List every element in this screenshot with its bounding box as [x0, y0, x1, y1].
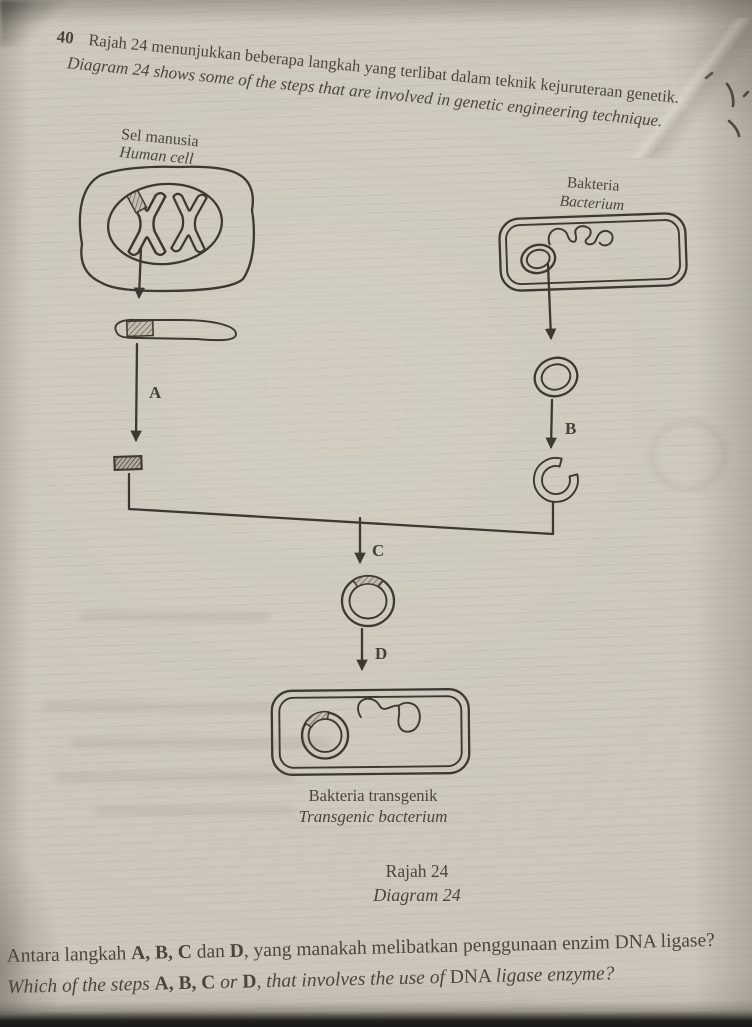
photo-bottom-edge — [0, 1001, 752, 1027]
transgenic-inserted-gene-arc — [303, 710, 330, 729]
cell-membrane — [78, 165, 256, 293]
ghost-showthrough-line — [42, 702, 272, 712]
transgenic-chromosome-blob — [397, 701, 421, 733]
target-gene-patch — [125, 189, 148, 214]
bacterium-outer-wall — [498, 212, 688, 292]
caption-ms: Rajah 24 — [385, 861, 449, 881]
ghost-showthrough-line — [95, 806, 295, 815]
transgenic-label-en: Transgenic bacterium — [298, 807, 448, 826]
bacterium-label: Bakteria Bacterium — [549, 172, 635, 216]
ghost-showthrough-line — [70, 738, 330, 748]
transgenic-inner-wall — [278, 695, 463, 769]
transgenic-label-ms: Bakteria transgenik — [308, 786, 438, 805]
recombinant-plasmid — [340, 574, 396, 628]
photo-corner-shadow — [0, 0, 70, 46]
question-number: 40 — [55, 26, 75, 48]
gene-fragment — [113, 454, 143, 472]
transgenic-outer-wall — [270, 688, 471, 776]
transgenic-bacterium — [270, 688, 471, 776]
human-cell-label: Sel manusia Human cell — [119, 126, 200, 169]
nucleus — [106, 182, 224, 266]
transgenic-label: Bakteria transgenik Transgenic bacterium — [270, 785, 476, 827]
combine-junction-line — [127, 472, 555, 536]
ghost-showthrough-line — [55, 772, 295, 782]
chromosome-strand — [114, 318, 237, 342]
step-c-label: C — [372, 541, 385, 560]
pen-marks — [704, 71, 750, 138]
ghost-showthrough-line — [80, 612, 270, 621]
bacterium-inner-wall — [505, 219, 681, 286]
photo-corner-shade-bottom — [0, 793, 90, 1013]
step-b-arrow — [545, 398, 557, 450]
extracted-plasmid — [533, 356, 579, 398]
bacterium — [498, 212, 688, 292]
inserted-gene-arc — [351, 575, 385, 588]
paper-crease — [588, 18, 752, 158]
transgenic-chromosome-squiggle — [357, 697, 400, 719]
human-cell — [78, 165, 256, 293]
ghost-showthrough-ring — [648, 418, 728, 492]
step-a-label: A — [149, 383, 162, 402]
chromosome-extraction-arrow — [133, 246, 146, 300]
diagram-caption: Rajah 24 Diagram 24 — [337, 859, 497, 907]
chromosome-2 — [170, 192, 208, 254]
cut-plasmid — [533, 457, 579, 503]
step-b-label: B — [565, 419, 577, 438]
bacterium-plasmid-outer — [520, 243, 557, 275]
plasmid-extraction-arrow — [544, 262, 557, 341]
bacterium-plasmid-inner — [525, 248, 551, 270]
step-a-arrow — [130, 342, 142, 443]
photo-corner-shade — [632, 0, 752, 160]
step-d-label: D — [375, 644, 388, 663]
bacterium-chromosome-squiggle — [547, 225, 614, 247]
gene-segment-on-strand — [125, 319, 155, 338]
caption-en: Diagram 24 — [373, 885, 461, 905]
